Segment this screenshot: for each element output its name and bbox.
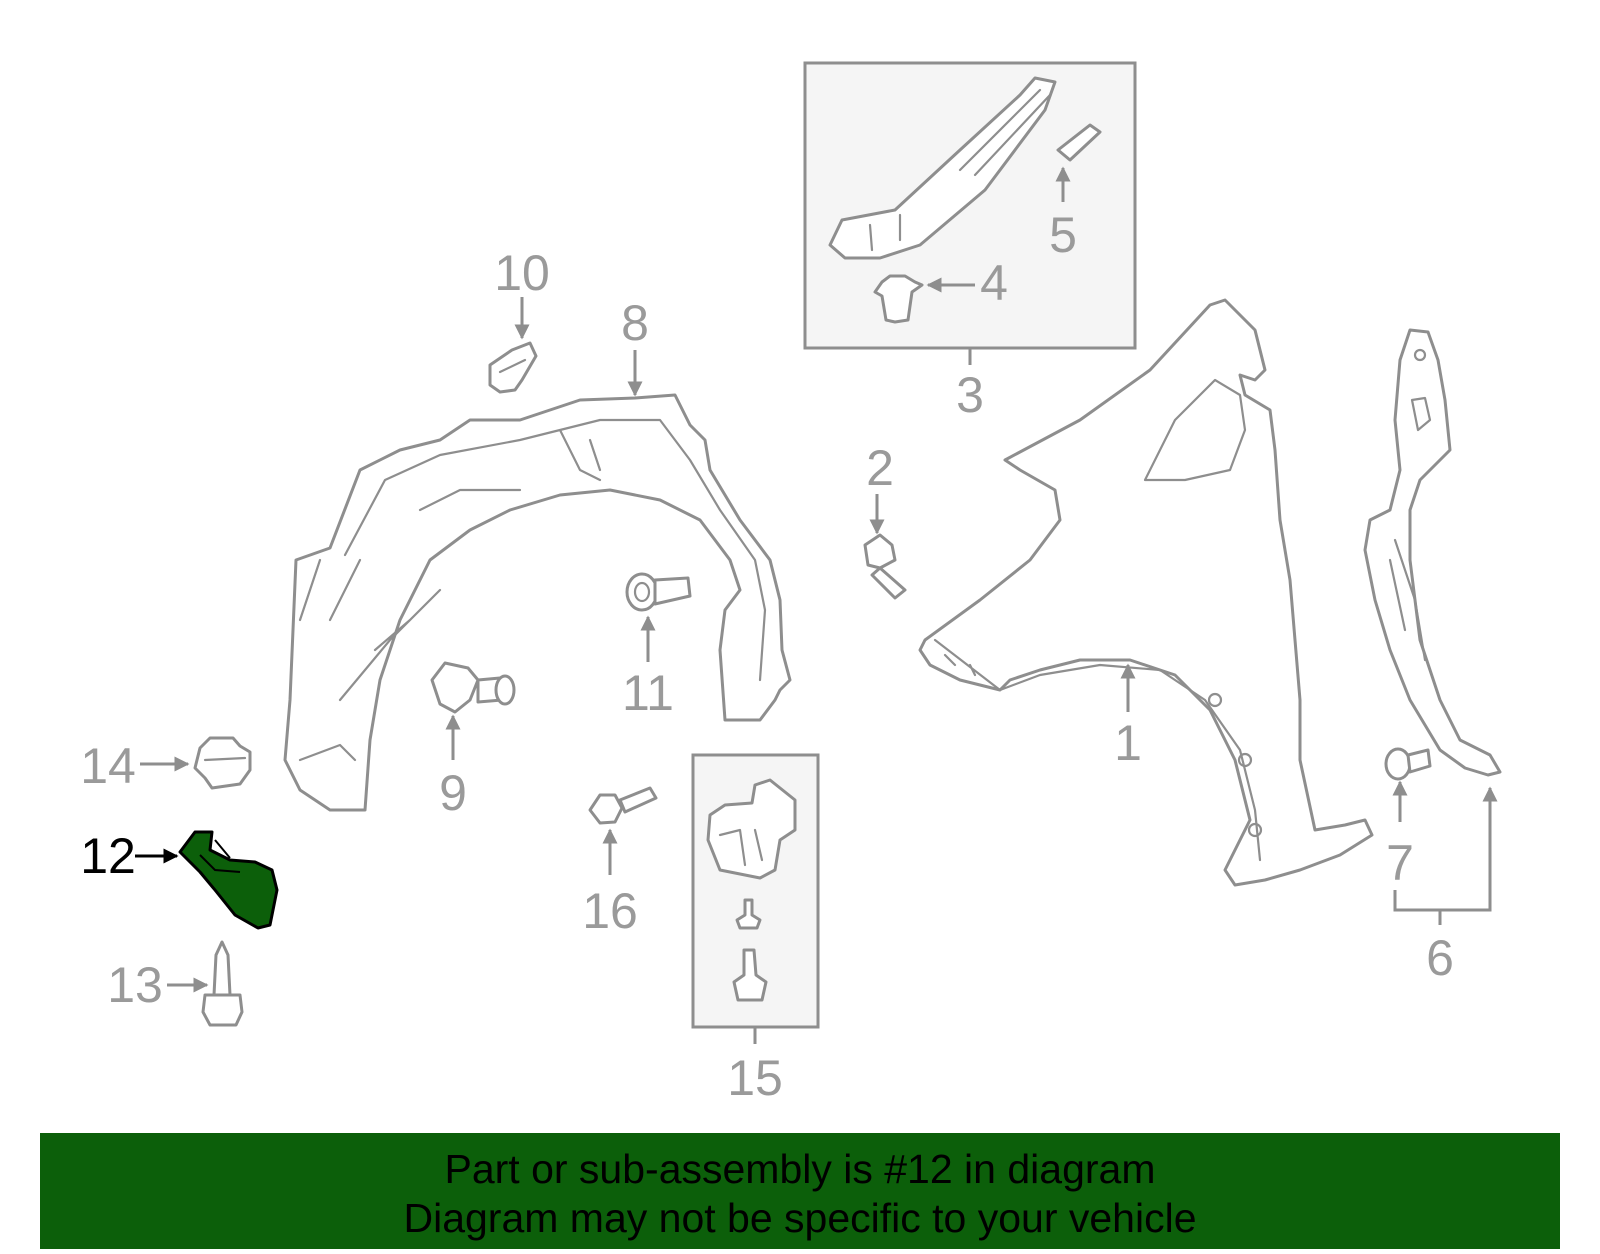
callout-7: 7 [1386, 835, 1414, 891]
callout-11: 11 [622, 665, 674, 721]
callout-10: 10 [494, 245, 550, 301]
part-10-clip [488, 297, 538, 394]
info-banner: Part or sub-assembly is #12 in diagram D… [40, 1133, 1560, 1249]
callout-14: 14 [80, 738, 136, 794]
callout-1: 1 [1114, 715, 1142, 771]
part-13-bolt [167, 940, 244, 1027]
banner-line-1: Part or sub-assembly is #12 in diagram [444, 1146, 1156, 1192]
part-2-bolt [863, 494, 907, 600]
part-8-fender-liner [283, 350, 792, 812]
part-9-retainer [430, 661, 516, 760]
part-11-grommet [625, 572, 692, 662]
callout-13: 13 [107, 957, 163, 1013]
callout-12: 12 [80, 828, 136, 884]
callout-2: 2 [866, 440, 894, 496]
callout-8: 8 [621, 295, 649, 351]
part-14-clip [140, 736, 252, 790]
callout-3: 3 [956, 367, 984, 423]
callout-6: 6 [1426, 930, 1454, 986]
banner-line-2: Diagram may not be specific to your vehi… [403, 1195, 1197, 1241]
callout-15: 15 [727, 1050, 783, 1106]
part-1-fender [918, 298, 1374, 887]
part-3-group-box [803, 61, 1137, 365]
callout-4: 4 [980, 255, 1008, 311]
callout-9: 9 [439, 765, 467, 821]
callout-16: 16 [582, 883, 638, 939]
part-12-highlighted [135, 830, 279, 930]
part-6-bracket [1363, 328, 1502, 925]
callout-5: 5 [1049, 207, 1077, 263]
part-16-push-clip [588, 786, 658, 875]
part-15-group-box [691, 753, 820, 1044]
part-7-clip [1384, 747, 1432, 822]
